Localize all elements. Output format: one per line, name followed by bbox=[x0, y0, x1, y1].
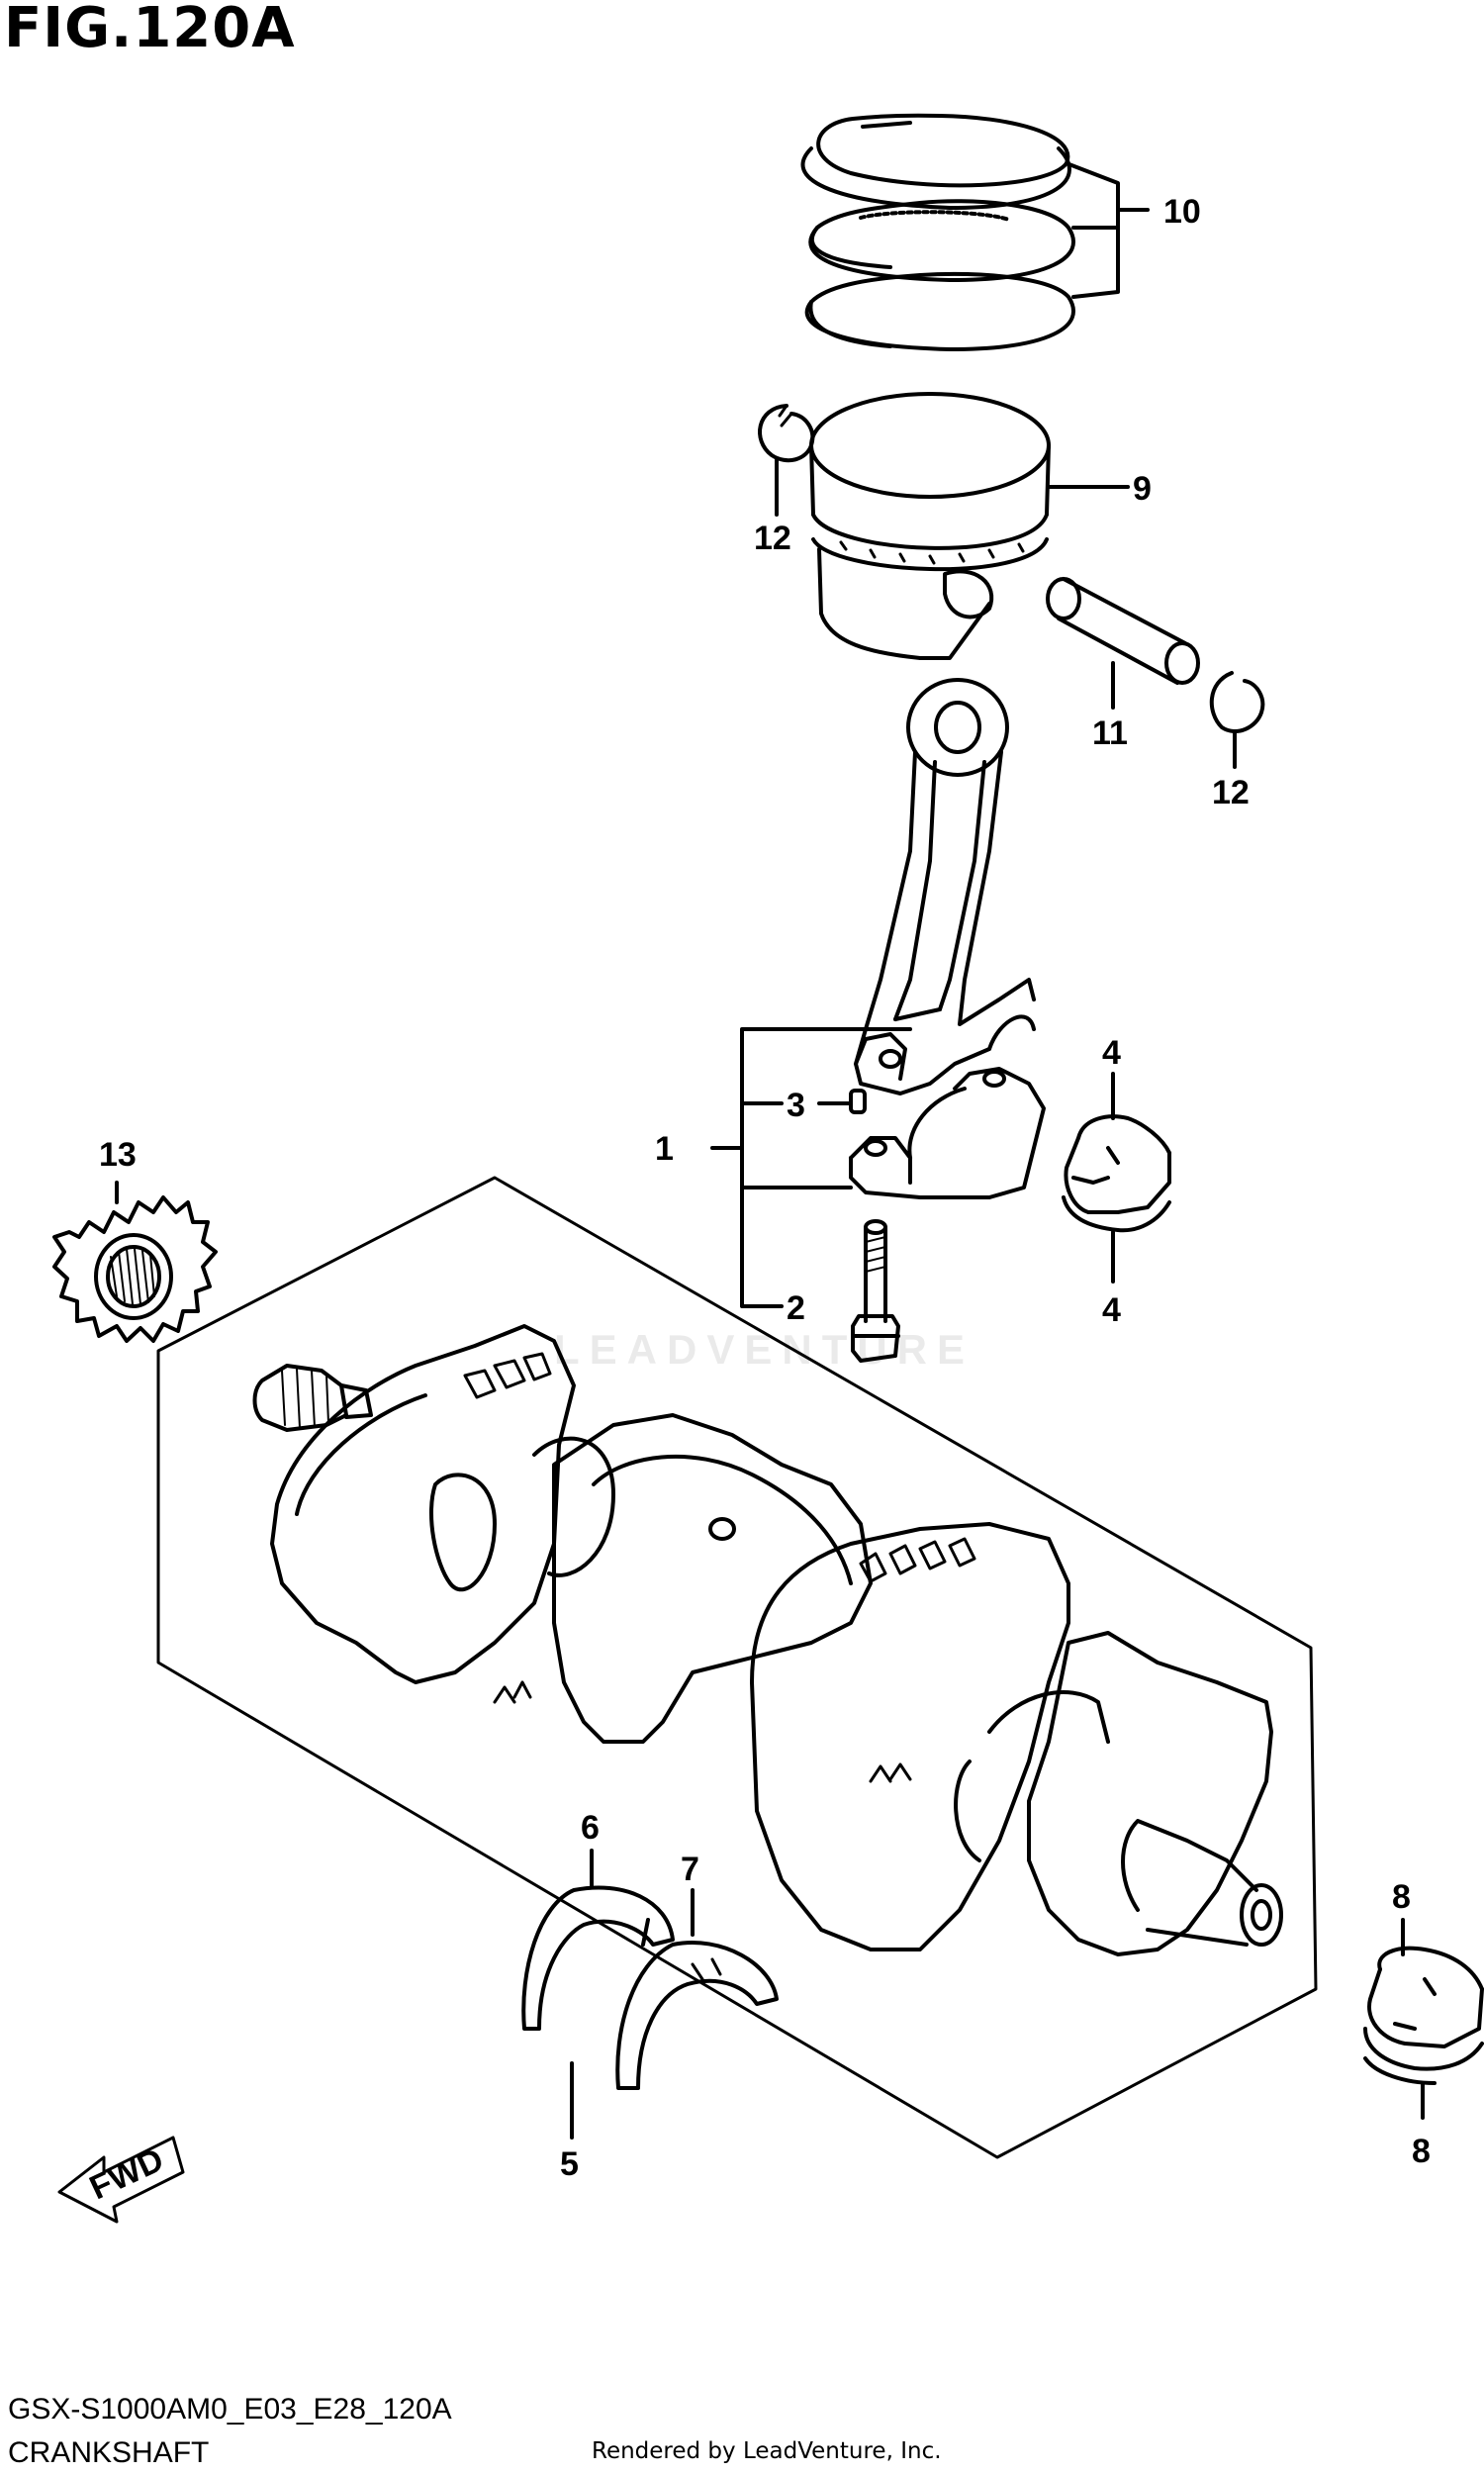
dowel-pin[interactable] bbox=[849, 1089, 867, 1114]
conrod-bearing[interactable] bbox=[1062, 1114, 1171, 1233]
callout-13: 13 bbox=[99, 1136, 137, 1174]
primary-drive-gear[interactable] bbox=[52, 1195, 218, 1343]
callout-5: 5 bbox=[560, 2145, 579, 2183]
callout-12a: 12 bbox=[754, 520, 791, 557]
callout-10: 10 bbox=[1163, 193, 1201, 231]
model-code: GSX-S1000AM0_E03_E28_120A bbox=[8, 2393, 452, 2426]
fwd-direction-arrow bbox=[57, 2136, 185, 2224]
callout-bracket-1 bbox=[710, 1027, 912, 1308]
piston-pin-circlip-left[interactable] bbox=[758, 404, 815, 463]
piston-pin-circlip-right[interactable] bbox=[1209, 671, 1265, 733]
figure-title: FIG.120A bbox=[4, 0, 296, 60]
callout-leader-10 bbox=[1065, 161, 1150, 299]
section-name: CRANKSHAFT bbox=[8, 2436, 210, 2469]
callout-11: 11 bbox=[1092, 714, 1128, 752]
connecting-rod[interactable] bbox=[854, 678, 1036, 1095]
callout-9: 9 bbox=[1133, 470, 1152, 508]
thrust-bearing-7[interactable] bbox=[615, 1941, 779, 2090]
piston[interactable] bbox=[809, 392, 1051, 660]
crankshaft[interactable] bbox=[252, 1324, 1283, 1956]
connecting-rod-bolt[interactable] bbox=[851, 1219, 900, 1363]
connecting-rod-cap[interactable] bbox=[849, 1067, 1046, 1199]
thrust-bearing-6[interactable] bbox=[521, 1885, 675, 2031]
piston-ring-set[interactable] bbox=[800, 113, 1075, 351]
fwd-label: FWD bbox=[84, 2141, 169, 2207]
callout-7: 7 bbox=[681, 1851, 699, 1888]
crankshaft-journal-bearing[interactable] bbox=[1363, 1946, 1484, 2085]
callout-12b: 12 bbox=[1212, 774, 1250, 811]
callout-4b: 4 bbox=[1102, 1291, 1121, 1329]
callout-4a: 4 bbox=[1102, 1034, 1121, 1072]
callout-3: 3 bbox=[787, 1087, 805, 1124]
crankshaft-assembly-box bbox=[156, 1176, 1318, 2159]
callout-6: 6 bbox=[581, 1809, 600, 1847]
rendered-by-credit: Rendered by LeadVenture, Inc. bbox=[592, 2438, 942, 2464]
callout-2: 2 bbox=[787, 1289, 805, 1327]
piston-pin[interactable] bbox=[1046, 577, 1200, 685]
callout-1: 1 bbox=[655, 1130, 674, 1168]
callout-8a: 8 bbox=[1392, 1878, 1411, 1916]
callout-8b: 8 bbox=[1412, 2133, 1431, 2170]
